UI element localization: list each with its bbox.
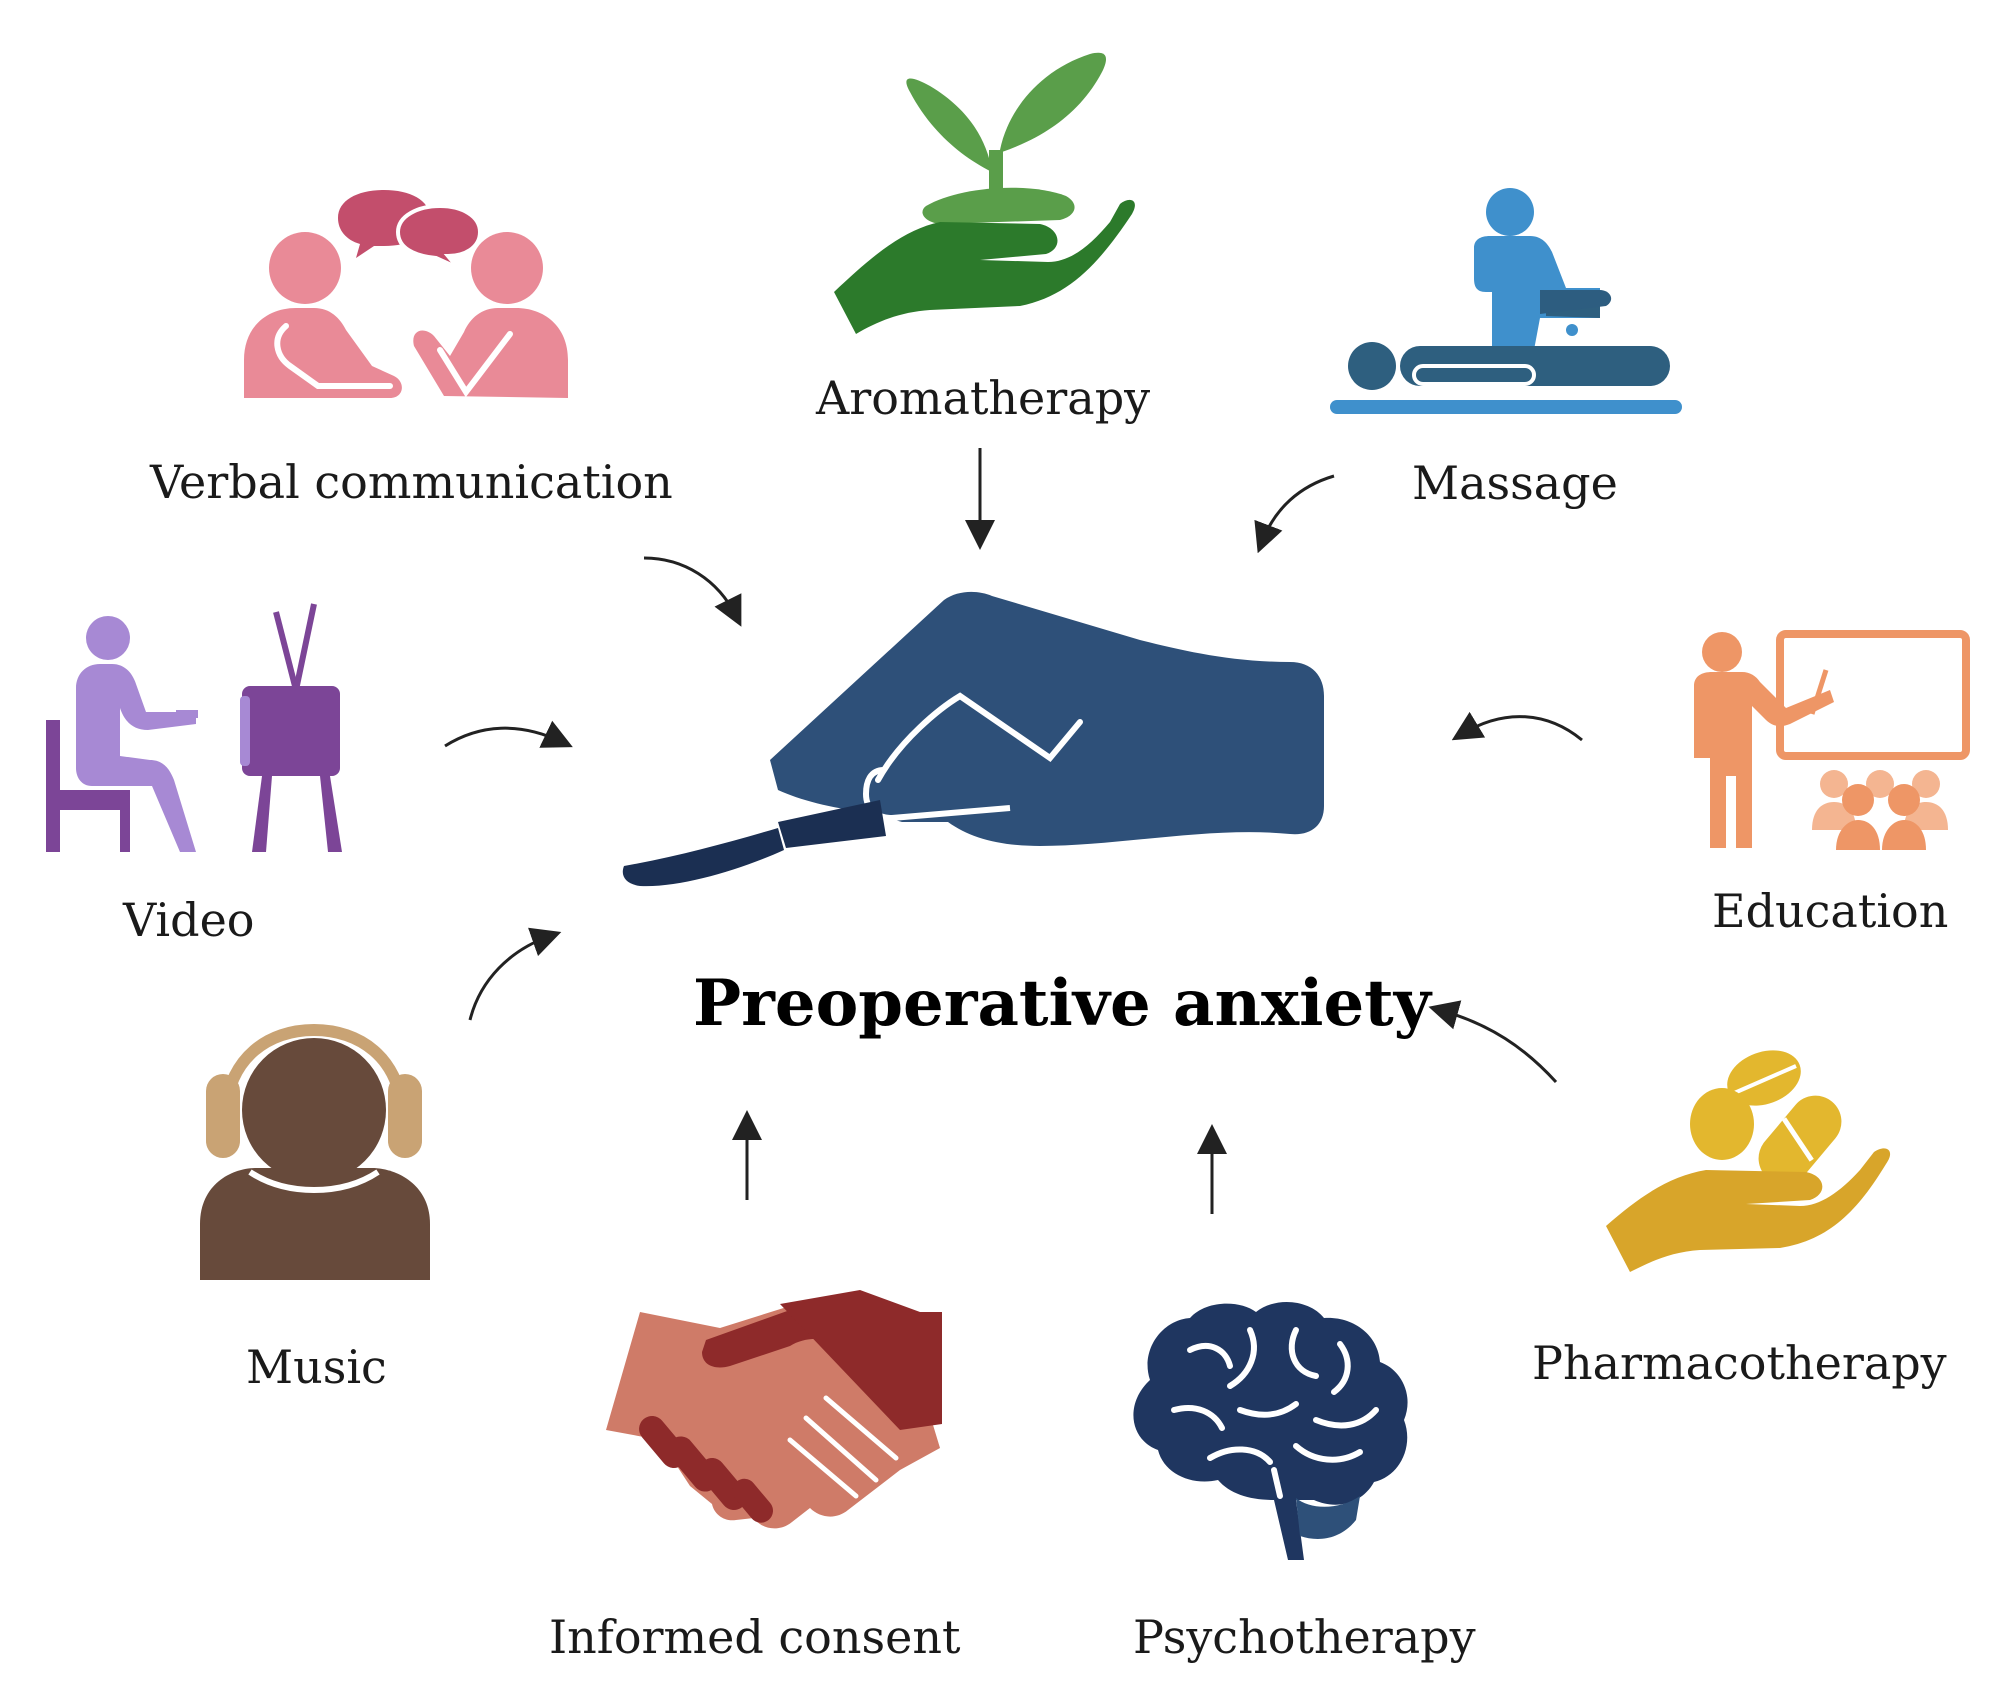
arrow-pharmacotherapy [1428, 1000, 1558, 1084]
label-pharmacotherapy: Pharmacotherapy [1532, 1336, 1947, 1390]
arrow-verbal-communication [643, 556, 742, 627]
label-aromatherapy: Aromatherapy [816, 371, 1151, 425]
arrow-video [444, 720, 573, 748]
teacher-board-icon [1694, 630, 1970, 850]
label-verbal-communication: Verbal communication [150, 455, 673, 509]
arrow-music [468, 927, 562, 1021]
label-informed-consent: Informed consent [549, 1610, 961, 1664]
plant-in-hand-icon [834, 52, 1135, 334]
label-education: Education [1712, 884, 1949, 938]
label-music: Music [246, 1340, 387, 1394]
handshake-icon [606, 1290, 942, 1529]
pills-in-hand-icon [1606, 1050, 1891, 1272]
massage-icon [1330, 188, 1682, 414]
headphones-person-icon [200, 1023, 430, 1280]
label-massage: Massage [1412, 456, 1618, 510]
person-watching-tv-icon [46, 603, 342, 852]
center-title: Preoperative anxiety [693, 966, 1431, 1041]
label-video: Video [123, 893, 255, 947]
arrow-education [1451, 711, 1583, 742]
conversation-icon [244, 190, 568, 398]
brain-icon [1133, 1301, 1408, 1560]
label-psychotherapy: Psychotherapy [1133, 1610, 1476, 1664]
scalpel-hand-icon [622, 591, 1324, 887]
arrow-massage [1254, 474, 1335, 554]
